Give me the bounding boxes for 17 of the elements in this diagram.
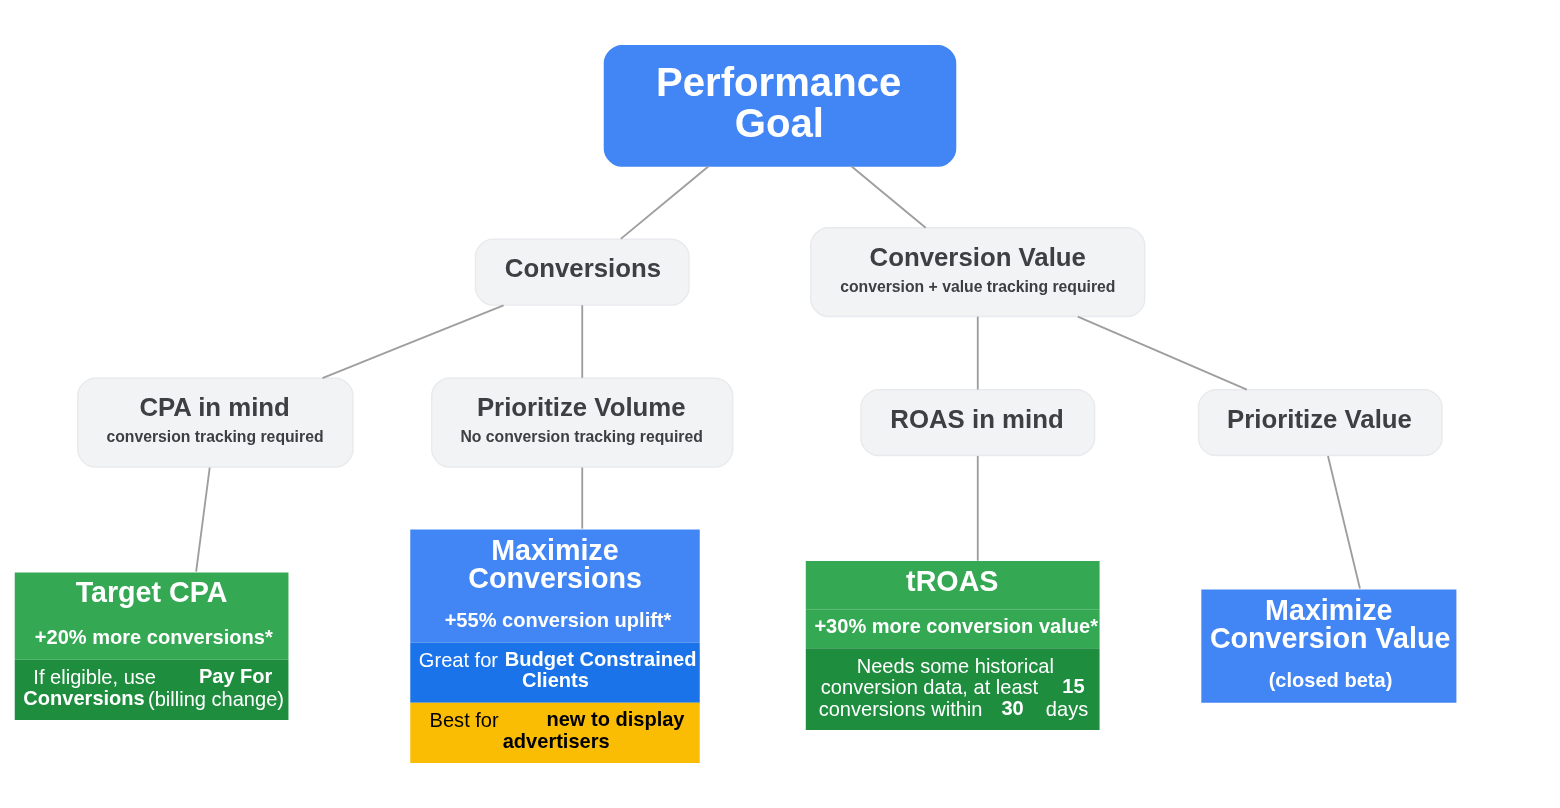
connector xyxy=(976,315,979,391)
node-box: CPA in mind conversion tracking required xyxy=(77,377,354,468)
connector xyxy=(850,165,927,229)
connector xyxy=(1327,455,1361,590)
node-box: Prioritize Volume No conversion tracking required xyxy=(431,377,734,468)
connector xyxy=(619,165,710,240)
connector xyxy=(581,466,584,530)
node-box: Conversions xyxy=(474,238,690,306)
connector xyxy=(195,466,211,573)
connector xyxy=(581,304,584,379)
node-box: Prioritize Value xyxy=(1197,388,1443,457)
connector xyxy=(976,455,979,562)
node-box: Conversion Value conversion + value tracking required xyxy=(810,227,1146,318)
node-box: ROAS in mind xyxy=(860,388,1096,457)
connector xyxy=(321,304,505,380)
connector xyxy=(1076,315,1248,391)
node-box: Performance Goal xyxy=(603,45,957,167)
